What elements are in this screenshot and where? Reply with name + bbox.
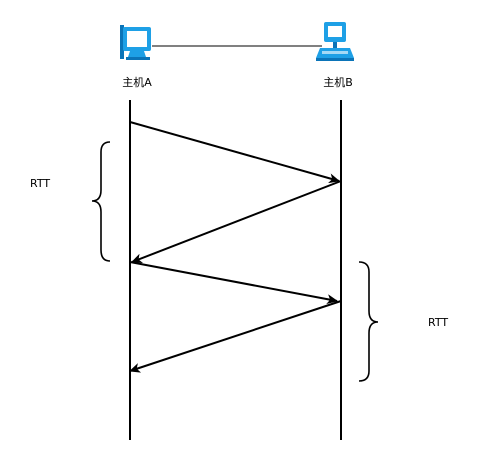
message-arrow-1 xyxy=(129,121,340,184)
message-arrow-4 xyxy=(129,300,342,373)
pc-server-icon xyxy=(316,22,354,61)
host-b-label: 主机B xyxy=(323,75,353,89)
rtt-label-right: RTT xyxy=(428,316,448,329)
rtt-brace-right xyxy=(358,261,379,382)
message-arrow-2 xyxy=(131,180,342,264)
rtt-label-left: RTT xyxy=(30,177,50,190)
rtt-brace-left xyxy=(91,141,111,262)
host-a-label: 主机A xyxy=(122,75,152,89)
message-arrow-3 xyxy=(129,261,338,305)
pc-monitor-icon xyxy=(120,25,151,60)
